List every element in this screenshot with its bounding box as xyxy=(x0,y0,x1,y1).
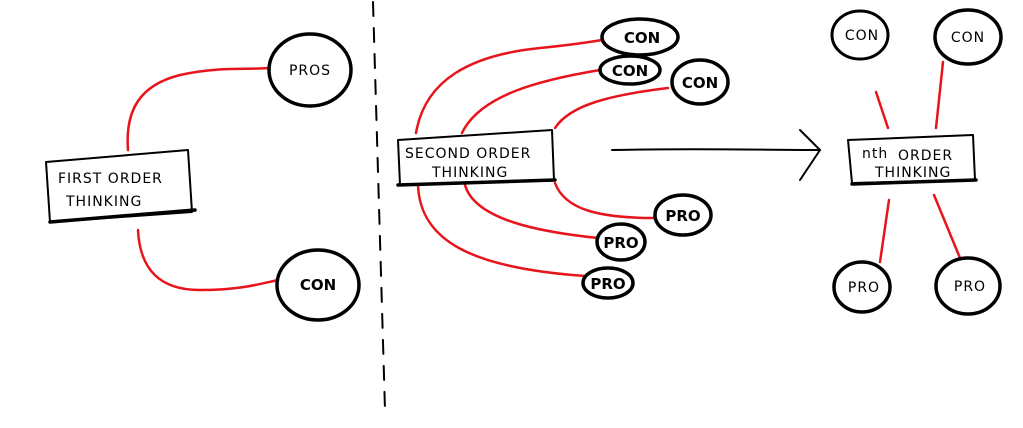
svg-text:nth: nth xyxy=(862,146,888,162)
section-divider xyxy=(372,1,386,411)
node-pro: PRO xyxy=(934,256,1002,316)
connector-con-2 xyxy=(934,60,945,130)
nth-order-box: nth ORDER THINKING xyxy=(847,134,978,186)
svg-text:SECOND ORDER: SECOND ORDER xyxy=(405,146,531,162)
node-pro: PRO xyxy=(595,222,647,262)
node-pros: PROS xyxy=(267,32,353,108)
node-con: CON xyxy=(275,248,361,322)
connector-con-1 xyxy=(414,38,604,135)
node-pro: PRO xyxy=(832,260,892,314)
connector-con-1 xyxy=(874,90,890,130)
svg-text:PROS: PROS xyxy=(289,63,331,79)
svg-text:THINKING: THINKING xyxy=(874,165,951,181)
svg-text:CON: CON xyxy=(682,74,718,92)
box-label-line1: FIRST ORDER xyxy=(58,171,163,187)
connector-pro-2 xyxy=(463,183,600,240)
nth-order-section: nth ORDER THINKING CON CON PRO PRO xyxy=(830,8,1003,316)
svg-text:CON: CON xyxy=(300,276,336,294)
svg-text:PRO: PRO xyxy=(848,280,880,296)
node-con: CON xyxy=(670,58,730,106)
second-order-box: SECOND ORDER THINKING xyxy=(396,129,557,187)
node-con: CON xyxy=(600,17,680,57)
connector-con-3 xyxy=(553,86,670,130)
connector-con xyxy=(136,228,280,292)
node-con: CON xyxy=(933,8,1003,66)
progression-arrow xyxy=(611,129,821,181)
box-label-line2: THINKING xyxy=(65,194,142,210)
first-order-section: FIRST ORDER THINKING PROS CON xyxy=(45,32,361,322)
svg-text:ORDER: ORDER xyxy=(898,148,953,164)
svg-text:CON: CON xyxy=(951,30,985,46)
connector-pro-2 xyxy=(932,193,962,260)
node-con: CON xyxy=(598,54,662,86)
connector-con-2 xyxy=(460,68,602,135)
connector-pros xyxy=(126,66,270,152)
svg-text:PRO: PRO xyxy=(954,279,986,295)
connector-pro-1 xyxy=(878,198,891,264)
node-pro: PRO xyxy=(581,266,635,300)
svg-text:CON: CON xyxy=(845,28,879,44)
svg-text:THINKING: THINKING xyxy=(431,165,508,181)
node-pro: PRO xyxy=(653,193,713,237)
connector-pro-3 xyxy=(416,183,587,278)
connector-pro-1 xyxy=(553,181,657,220)
svg-text:CON: CON xyxy=(624,29,660,47)
svg-text:PRO: PRO xyxy=(590,275,625,293)
second-order-section: SECOND ORDER THINKING CON CON CON PRO PR… xyxy=(396,17,730,300)
first-order-box: FIRST ORDER THINKING xyxy=(45,149,197,224)
svg-text:CON: CON xyxy=(612,62,648,80)
node-con: CON xyxy=(830,9,890,61)
svg-text:PRO: PRO xyxy=(603,234,638,252)
svg-text:PRO: PRO xyxy=(665,207,700,225)
